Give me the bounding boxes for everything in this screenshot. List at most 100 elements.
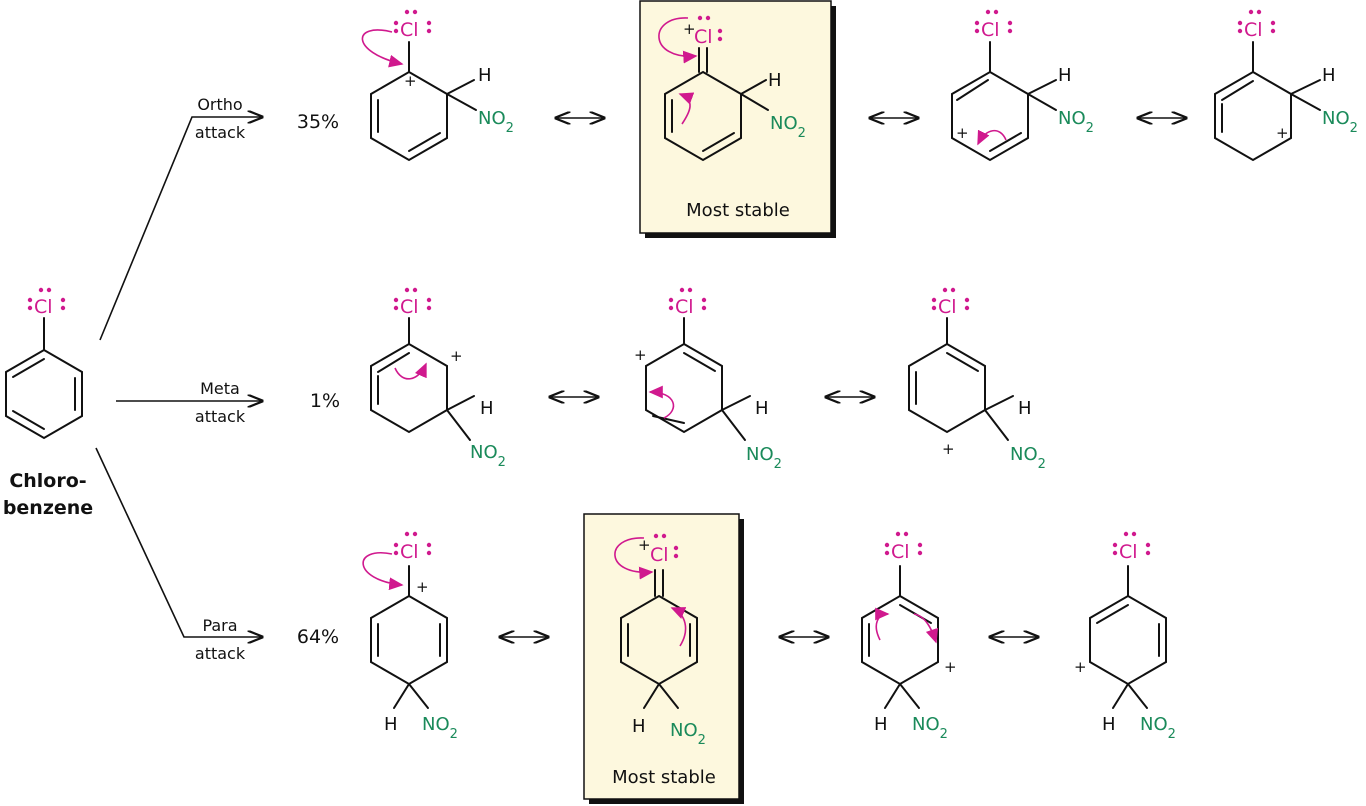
c-h-bond: [740, 79, 767, 95]
positive-charge: +: [634, 346, 647, 364]
meta-structure-3: H NO2 Cl +: [908, 287, 1046, 472]
ortho-label: Ortho: [197, 95, 242, 114]
para-arrow: [95, 447, 262, 637]
hydrogen-atom: H: [768, 70, 782, 91]
chlorine-atom: Cl: [694, 26, 713, 48]
most-stable-box-para: Most stable: [583, 513, 744, 804]
positive-charge: +: [942, 440, 955, 458]
ring: [908, 342, 986, 434]
para-label: Para: [202, 616, 237, 635]
hydrogen-atom: H: [1102, 714, 1116, 735]
para-label-2: attack: [195, 644, 246, 663]
curved-arrow-icon: [678, 92, 695, 125]
double-bond: [989, 132, 1022, 152]
para-structure-4: H NO2 Cl +: [1074, 531, 1176, 742]
chlorine-atom: Cl: [400, 19, 419, 41]
nitro-group: NO2: [1322, 108, 1358, 136]
double-bond: [652, 415, 685, 424]
curved-arrow-icon: [614, 537, 654, 580]
c-h-bond: [1027, 79, 1057, 95]
positive-charge: +: [638, 536, 651, 554]
hydrogen-atom: H: [1322, 65, 1336, 86]
para-structure-3: H NO2 Cl +: [861, 531, 957, 742]
c-no2-bond: [740, 93, 769, 111]
positive-charge: +: [683, 20, 696, 38]
ring: [1089, 594, 1167, 686]
nitro-group: NO2: [1140, 714, 1176, 742]
double-bond: [702, 132, 735, 152]
chlorine-atom: Cl: [34, 296, 53, 318]
hydrogen-atom: H: [632, 716, 646, 737]
positive-charge: +: [956, 124, 969, 142]
c-h-bond: [446, 79, 475, 95]
benzene-ring: [5, 348, 83, 440]
most-stable-label: Most stable: [686, 200, 790, 221]
curved-arrow-icon: [361, 29, 404, 68]
nitro-group: NO2: [422, 714, 458, 742]
meta-label: Meta: [200, 379, 240, 398]
hydrogen-atom: H: [384, 714, 398, 735]
chlorine-atom: Cl: [1244, 19, 1263, 41]
c-no2-bond: [1290, 93, 1321, 111]
c-no2-bond: [899, 683, 920, 709]
c-no2-bond: [446, 409, 471, 441]
chlorine-atom: Cl: [400, 296, 419, 318]
resonance-arrows: [500, 118, 1186, 637]
curved-arrow-icon: [875, 607, 890, 641]
c-h-bond: [884, 683, 901, 709]
most-stable-label: Most stable: [612, 767, 716, 788]
ring: [861, 594, 939, 686]
c-h-bond: [721, 395, 751, 411]
hydrogen-atom: H: [874, 714, 888, 735]
positive-charge: +: [416, 578, 429, 596]
curved-arrow-icon: [648, 385, 675, 419]
ring: [645, 342, 723, 434]
double-bond: [408, 132, 441, 152]
c-no2-bond: [984, 409, 1009, 441]
para-structure-2: H NO2 Cl +: [614, 533, 706, 748]
c-no2-bond: [658, 683, 679, 709]
ortho-label-2: attack: [195, 123, 246, 142]
hydrogen-atom: H: [478, 65, 492, 86]
ortho-structure-1: H NO2 Cl +: [361, 9, 514, 162]
double-bond: [377, 352, 410, 373]
nitro-group: NO2: [670, 720, 706, 748]
curved-arrow-icon: [670, 607, 687, 647]
para-percent: 64%: [297, 626, 339, 648]
curved-arrow-icon: [658, 17, 698, 64]
c-no2-bond: [408, 683, 429, 709]
ortho-arrow: [99, 117, 262, 341]
chlorine-atom: Cl: [891, 541, 910, 563]
double-bond: [12, 410, 45, 430]
chlorine-atom: Cl: [675, 296, 694, 318]
positive-charge: +: [450, 347, 463, 365]
nitro-group: NO2: [478, 108, 514, 136]
meta-percent: 1%: [310, 390, 340, 412]
c-h-bond: [1290, 79, 1321, 95]
ortho-structure-2: H NO2 Cl +: [658, 15, 806, 162]
c-no2-bond: [1027, 93, 1057, 111]
c-h-bond: [393, 683, 410, 709]
nitro-group: NO2: [912, 714, 948, 742]
curved-arrow-icon: [362, 552, 404, 591]
nitro-group: NO2: [770, 113, 806, 141]
chlorobenzene: Cl Chloro- benzene: [3, 287, 93, 519]
c-no2-bond: [446, 93, 477, 111]
double-bond: [1096, 604, 1129, 624]
c-h-bond: [643, 683, 660, 709]
meta-structure-2: H NO2 Cl +: [634, 287, 782, 472]
ortho-structure-4: H NO2 Cl +: [1214, 9, 1358, 162]
c-no2-bond: [1127, 683, 1148, 709]
c-h-bond: [1112, 683, 1129, 709]
chlorine-atom: Cl: [650, 544, 669, 566]
nitro-group: NO2: [470, 442, 506, 470]
c-no2-bond: [721, 409, 746, 441]
c-h-bond: [984, 395, 1014, 411]
chlorine-atom: Cl: [400, 541, 419, 563]
molecule-name-line1: Chloro-: [9, 470, 86, 492]
chlorine-atom: Cl: [981, 19, 1000, 41]
curved-arrow-icon: [977, 129, 1007, 146]
ring: [1214, 70, 1292, 162]
para-structure-1: H NO2 Cl +: [362, 531, 458, 742]
